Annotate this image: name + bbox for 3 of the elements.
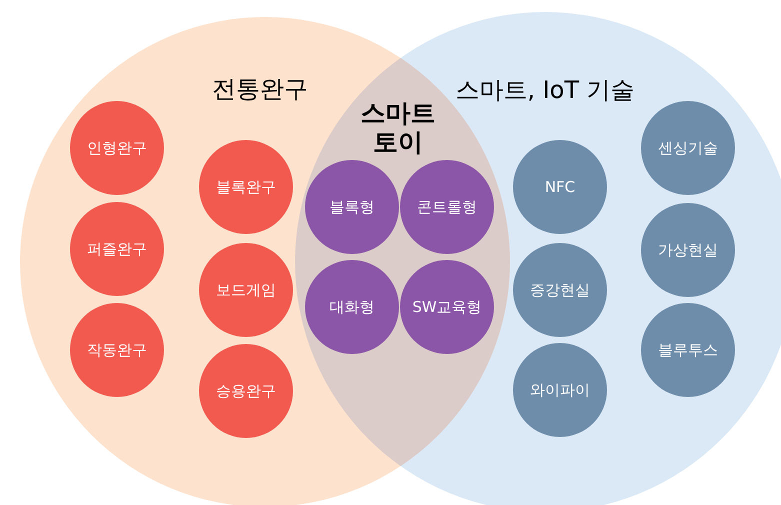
group-title: 전통완구 <box>212 74 308 105</box>
group-title: 스마트, IoT 기술 <box>455 75 635 106</box>
group-title: 스마트 토이 <box>360 99 436 157</box>
